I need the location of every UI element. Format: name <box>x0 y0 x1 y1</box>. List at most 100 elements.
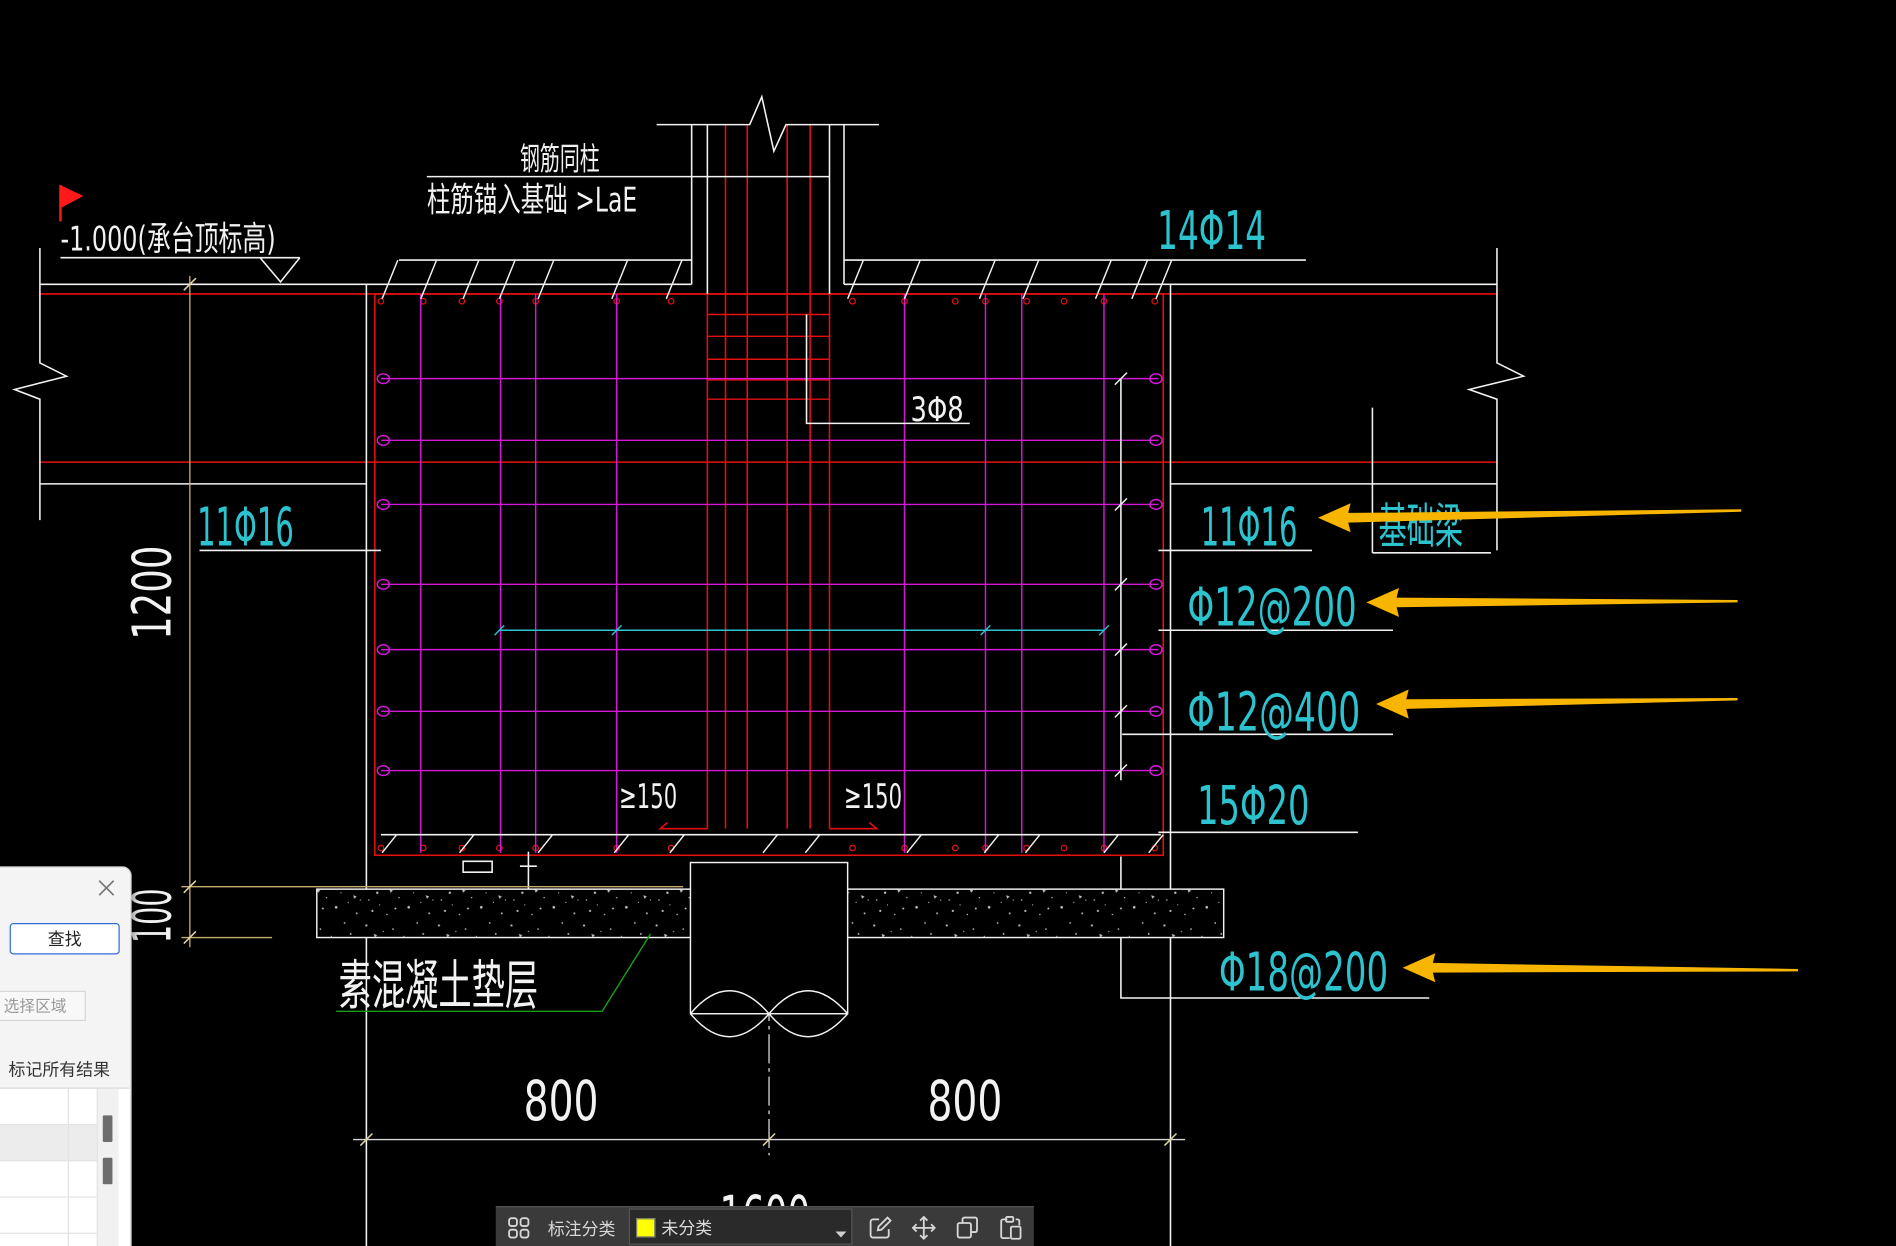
beam-outline <box>11 94 1526 1246</box>
flag-cloth <box>60 185 84 209</box>
rebar-hook-left <box>376 498 391 511</box>
close-icon[interactable] <box>97 878 116 897</box>
scrollbar-thumb[interactable] <box>102 1157 113 1185</box>
column-note-1: 钢筋同柱 <box>520 141 600 177</box>
dimension-tick <box>183 277 197 291</box>
move-icon[interactable] <box>911 1215 936 1241</box>
cap-horizontal-rebars <box>376 373 1163 777</box>
rebar-dot-top <box>1151 297 1159 305</box>
side-rebar-tick <box>1114 577 1128 591</box>
half-width-left-label: 800 <box>524 1069 599 1134</box>
find-button[interactable]: 查找 <box>9 923 120 955</box>
rebar-hook-right <box>1149 705 1163 717</box>
bottom-mesh-label: Φ18@200 <box>1219 942 1388 1004</box>
list-item[interactable] <box>0 1198 97 1234</box>
cap-rebar-cage <box>374 293 1165 857</box>
dimension-tick <box>359 1132 373 1147</box>
scrollbar-thumb[interactable] <box>102 1115 113 1142</box>
top-hatch-mark <box>611 259 629 300</box>
rebar-dot-bottom <box>849 844 856 852</box>
bottom-rebar-label: 15Φ20 <box>1197 775 1309 837</box>
top-hatch-mark <box>381 259 399 300</box>
top-hatch-mark <box>1022 259 1040 300</box>
break-line-right <box>1466 247 1526 551</box>
edit-icon[interactable] <box>868 1216 892 1240</box>
arrow-icon <box>1376 689 1738 719</box>
bottom-hatch-mark <box>906 834 922 854</box>
distribution-bar <box>494 624 1110 636</box>
rebar-dot-top <box>951 297 959 305</box>
min-length-right-label: ≥150 <box>844 777 902 816</box>
side-rebar-tick <box>1114 643 1128 657</box>
flag-icon <box>59 185 84 222</box>
pointer-arrows <box>1318 503 1799 983</box>
distribution-bar-tick <box>980 624 991 636</box>
dimension-tick <box>762 1132 776 1147</box>
rebar-dot-bottom <box>1060 844 1068 852</box>
rebar-hook-left <box>376 765 391 777</box>
rebar-dot-top <box>849 297 856 305</box>
rebar-hook-right <box>1149 373 1163 385</box>
white-annotations: 钢筋同柱 柱筋锚入基础 >LaE -1.000(承台顶标高) 3Φ8 ≥150 … <box>60 141 1002 1246</box>
annotation-toolbar: 标注分类 未分类 <box>495 1206 1034 1246</box>
pile-break-symbol <box>689 990 849 1038</box>
bottom-hatch-mark <box>1103 834 1120 854</box>
top-hatch-mark <box>1094 259 1112 300</box>
top-hatch-mark <box>978 259 996 300</box>
bottom-hatch-mark <box>983 834 1000 854</box>
rebar-annotations: 14Φ14 11Φ16 11Φ16 基础梁 Φ12@200 Φ12@400 15… <box>197 200 1463 1004</box>
category-value: 未分类 <box>661 1219 713 1239</box>
red-rebar-lines <box>39 124 1497 857</box>
arrow-icon <box>1402 953 1799 983</box>
column-divider <box>67 1088 69 1246</box>
elevation-label: -1.000(承台顶标高) <box>60 219 275 258</box>
top-hatch-mark <box>420 259 438 300</box>
list-item[interactable] <box>0 1089 97 1126</box>
distribution-bar-tick <box>494 624 505 636</box>
top-rebar-label: 14Φ14 <box>1157 200 1266 262</box>
side-rebar-right-label: 11Φ16 <box>1201 497 1298 559</box>
rebar-dot-top <box>667 297 675 305</box>
paste-icon[interactable] <box>999 1216 1023 1240</box>
rebar-hook-left <box>376 705 391 717</box>
column-note-2: 柱筋锚入基础 >LaE <box>427 181 637 220</box>
mark-all-results-option[interactable]: 标记所有结果 <box>8 1060 111 1081</box>
arrow-icon <box>1366 587 1738 617</box>
dimension-tick <box>183 880 197 894</box>
rebar-hook-left <box>376 434 391 446</box>
bottom-hatch-mark <box>381 834 398 854</box>
top-hatch-mark <box>498 259 516 300</box>
side-rebar-tick <box>1114 704 1128 718</box>
list-item[interactable] <box>0 1125 97 1162</box>
cap-vertical-rebars <box>420 293 1105 853</box>
top-hatch-mark <box>846 259 865 300</box>
copy-icon[interactable] <box>955 1216 979 1240</box>
bottom-hatch-mark <box>804 834 821 854</box>
ground-beam-label: 基础梁 <box>1378 499 1463 555</box>
grid-icon[interactable] <box>507 1216 531 1240</box>
side-rebar-tick <box>1114 497 1128 512</box>
distribution-bar-tick <box>611 624 623 636</box>
scrollbar[interactable] <box>96 1088 119 1246</box>
side-rebar-left-label: 11Φ16 <box>197 497 294 559</box>
bottom-hatch-mark <box>762 834 779 854</box>
list-item[interactable] <box>0 1161 97 1198</box>
column-break-line <box>656 94 880 154</box>
rebar-dot-bottom <box>377 844 385 852</box>
cushion-leader <box>336 933 652 1013</box>
chevron-down-icon <box>835 1222 847 1238</box>
rebar-hook-left <box>376 373 391 385</box>
rebar-dot-bottom <box>496 844 503 852</box>
results-list[interactable] <box>0 1087 130 1246</box>
rebar-dot-top <box>1060 297 1068 305</box>
rebar-hook-right <box>1149 644 1163 656</box>
bottom-hatch-mark <box>458 834 475 854</box>
arrow-icon <box>1318 503 1742 533</box>
category-color-swatch <box>636 1218 656 1238</box>
category-select[interactable]: 未分类 <box>628 1208 853 1245</box>
cushion-label: 素混凝土垫层 <box>339 955 539 1017</box>
top-hatch-mark <box>1155 259 1173 300</box>
select-area-field[interactable]: 选择区域 <box>0 990 86 1021</box>
